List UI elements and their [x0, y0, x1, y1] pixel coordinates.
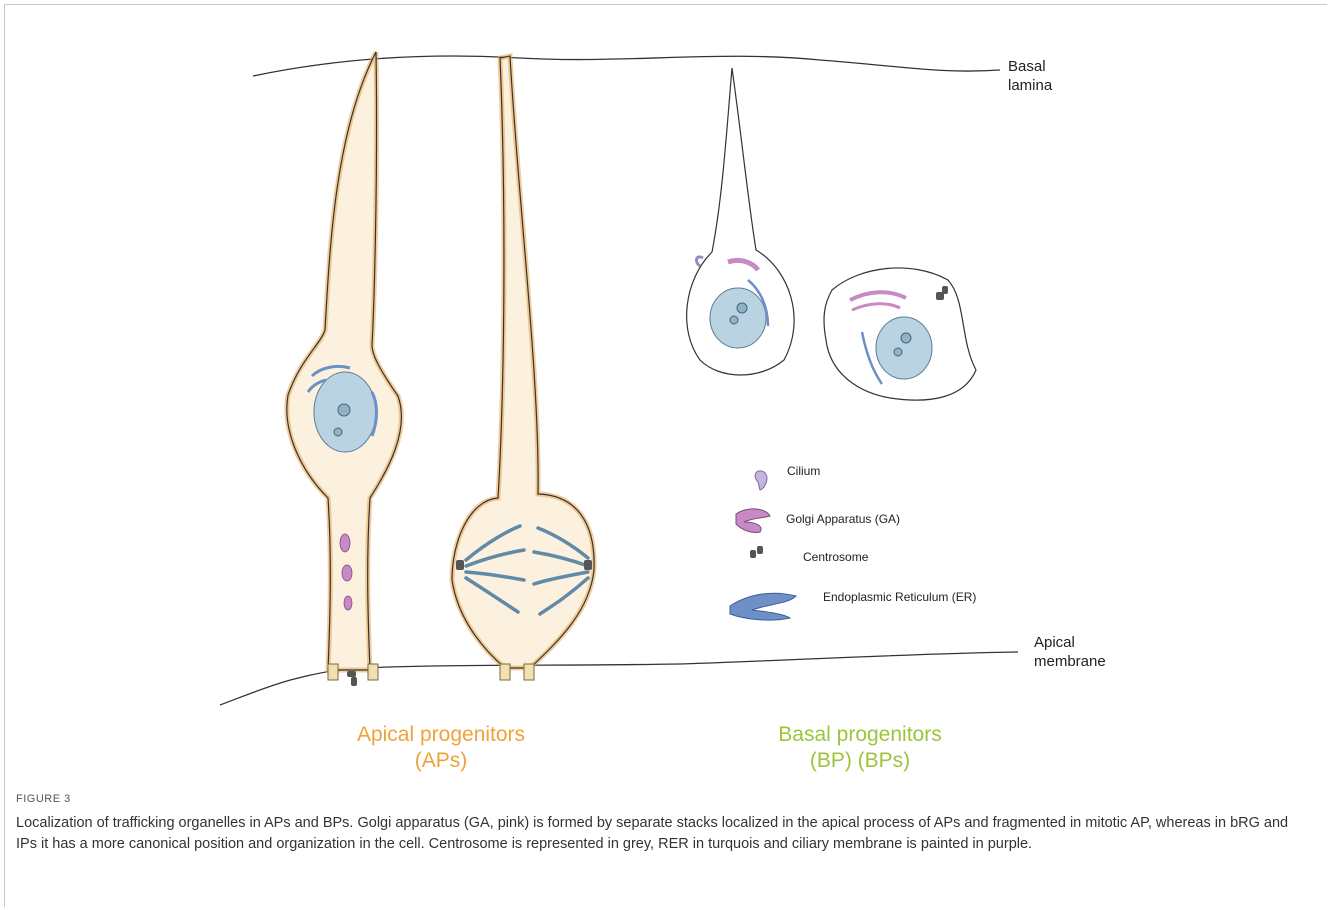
legend-cilium-icon — [755, 471, 767, 490]
junction — [368, 664, 378, 680]
apical-progenitor-interphase — [287, 52, 402, 686]
junction — [524, 664, 534, 680]
legend-label-cilium: Cilium — [787, 464, 820, 478]
basal-radial-glia-cell — [687, 68, 794, 375]
junction — [500, 664, 510, 680]
nucleolus — [737, 303, 747, 313]
cell-illustration — [0, 0, 1329, 790]
legend-label-centrosome: Centrosome — [803, 550, 868, 564]
intermediate-progenitor-cell — [824, 268, 976, 400]
legend-label-er: Endoplasmic Reticulum (ER) — [823, 590, 976, 604]
nucleolus — [730, 316, 738, 324]
legend-centrosome-icon — [750, 546, 763, 558]
basal-lamina-label: Basal lamina — [1008, 57, 1052, 95]
nucleolus — [338, 404, 350, 416]
apical-progenitor-mitotic — [452, 56, 594, 680]
basal-progenitors-label: Basal progenitors (BP) (BPs) — [752, 722, 968, 774]
junction — [328, 664, 338, 680]
nucleus — [876, 317, 932, 379]
nucleolus — [901, 333, 911, 343]
nucleolus — [334, 428, 342, 436]
centrosome — [347, 671, 357, 686]
legend-golgi-icon — [736, 509, 770, 533]
legend-er-icon — [730, 593, 796, 620]
apical-progenitors-label: Apical progenitors (APs) — [336, 722, 546, 774]
apical-membrane-label: Apical membrane — [1034, 633, 1106, 671]
figure-caption: Localization of trafficking organelles i… — [16, 813, 1311, 855]
legend-label-golgi: Golgi Apparatus (GA) — [786, 512, 900, 526]
figure-number: FIGURE 3 — [16, 793, 71, 805]
nucleolus — [894, 348, 902, 356]
